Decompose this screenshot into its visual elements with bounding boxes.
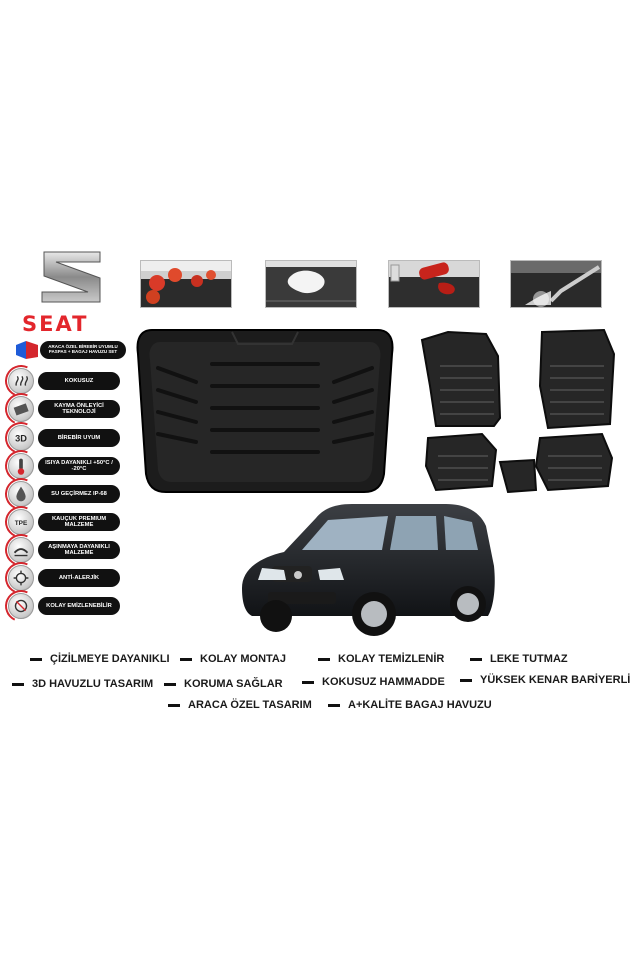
pressure-wash-photo: [510, 260, 602, 308]
water-drop-icon: [8, 481, 34, 507]
feature-item: AŞINMAYA DAYANIKLI MALZEME: [0, 529, 128, 571]
feature-label: AŞINMAYA DAYANIKLI MALZEME: [38, 541, 120, 559]
tag-item: 3D HAVUZLU TASARIM: [12, 678, 153, 690]
tag-item: KOKUSUZ HAMMADDE: [302, 676, 445, 688]
feature-item: KOLAY EMİZLENEBİLİR: [0, 585, 128, 627]
anti-slip-icon: [8, 396, 34, 422]
wear-resistant-icon: [8, 537, 34, 563]
trunk-liner-image: [136, 329, 394, 493]
tag-item: ARACA ÖZEL TASARIM: [168, 699, 312, 711]
feature-label: BİREBİR UYUM: [38, 429, 120, 447]
feature-label: ANTİ-ALERJİK: [38, 569, 120, 587]
tag-item: ÇİZİLMEYE DAYANIKLI: [30, 653, 170, 665]
banner-text: ARACA ÖZEL BİREBİR UYUMLU PASPAS + BAGAJ…: [40, 341, 126, 359]
tag-item: A+KALİTE BAGAJ HAVUZU: [328, 699, 492, 711]
feature-label: KOLAY EMİZLENEBİLİR: [38, 597, 120, 615]
floor-mats-image: [420, 328, 616, 494]
tpe-icon: TPE: [8, 509, 34, 535]
tag-item: YÜKSEK KENAR BARİYERLİ: [460, 674, 630, 686]
tag-item: KOLAY TEMİZLENİR: [318, 653, 444, 665]
seat-logo-icon: [41, 251, 101, 303]
milk-spill-photo: [265, 260, 357, 308]
feature-label: KAUÇUK PREMIUM MALZEME: [38, 513, 120, 531]
tag-item: LEKE TUTMAZ: [470, 653, 568, 665]
feature-item: TPE KAUÇUK PREMIUM MALZEME: [0, 501, 128, 543]
feature-label: ISIYA DAYANIKLI +50°C / -20°C: [38, 457, 120, 475]
feature-item: ANTİ-ALERJİK: [0, 557, 128, 599]
tpe-badge-text: TPE: [15, 520, 28, 527]
tag-item: KOLAY MONTAJ: [180, 653, 286, 665]
feature-label: KAYMA ÖNLEYİCİ TEKNOLOJİ: [38, 400, 120, 418]
feature-item: ISIYA DAYANIKLI +50°C / -20°C: [0, 445, 128, 487]
feature-item: KOKUSUZ: [0, 360, 128, 402]
feature-item: KAYMA ÖNLEYİCİ TEKNOLOJİ: [0, 388, 128, 430]
seat-altea-car-image: [242, 504, 495, 636]
thermometer-icon: [8, 453, 34, 479]
feature-item: 3D BİREBİR UYUM: [0, 417, 128, 459]
no-smell-icon: [8, 368, 34, 394]
tomatoes-on-mat-photo: [140, 260, 232, 308]
banner-line2: PASPAS + BAGAJ HAVUZU SET: [48, 349, 118, 355]
feature-label: KOKUSUZ: [38, 372, 120, 390]
easy-clean-icon: [8, 593, 34, 619]
3d-badge-text: 3D: [15, 434, 27, 444]
product-banner: ARACA ÖZEL BİREBİR UYUMLU PASPAS + BAGAJ…: [14, 339, 126, 361]
feature-item: SU GEÇİRMEZ IP-68: [0, 473, 128, 515]
banner-line1: ARACA ÖZEL BİREBİR UYUMLU: [48, 344, 118, 349]
tag-item: KORUMA SAĞLAR: [164, 678, 283, 690]
feature-label: SU GEÇİRMEZ IP-68: [38, 485, 120, 503]
3d-icon: 3D: [8, 425, 34, 451]
ketchup-spill-photo: [388, 260, 480, 308]
3d-cube-icon: [16, 341, 38, 359]
anti-allergic-icon: [8, 565, 34, 591]
brand-name: SEAT: [22, 312, 89, 336]
